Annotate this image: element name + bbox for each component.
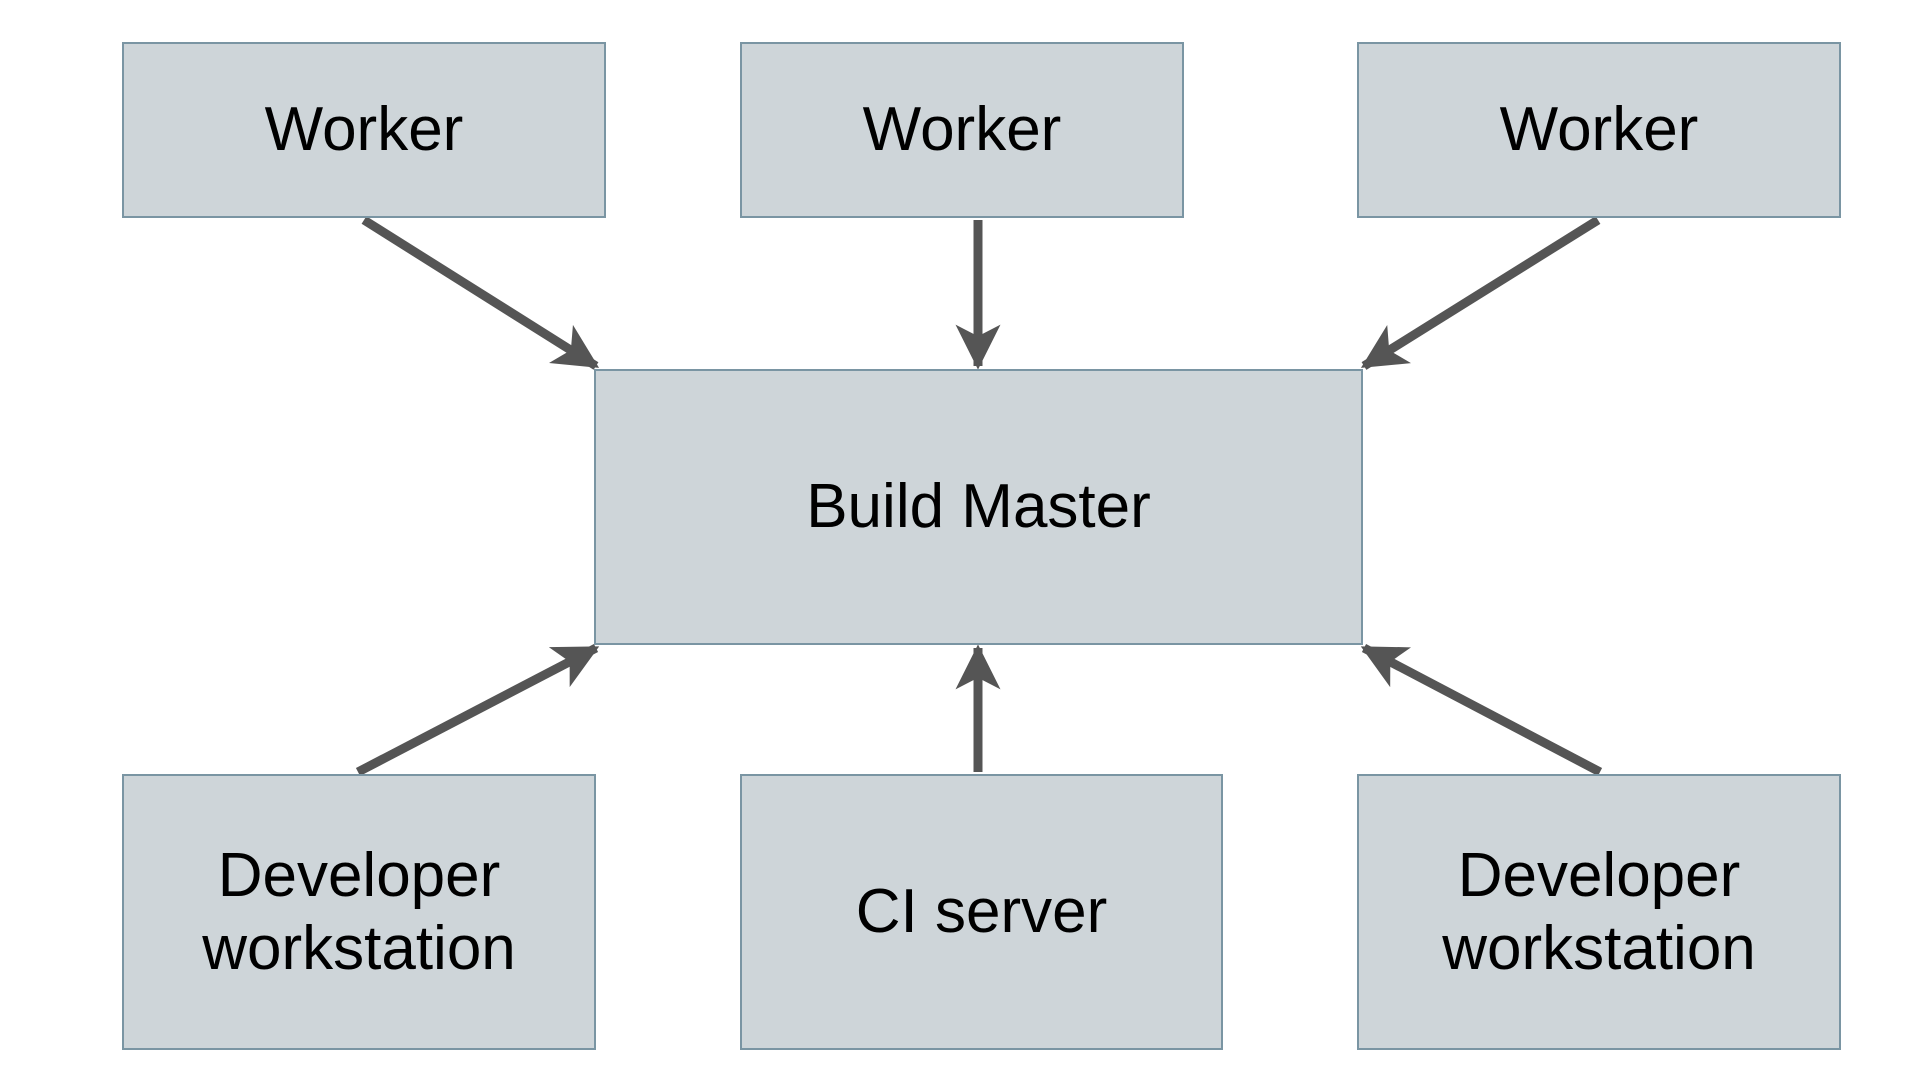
node-label: CI server: [855, 877, 1108, 947]
node-worker-mid[interactable]: Worker: [740, 42, 1184, 218]
node-label: Worker: [264, 95, 464, 165]
node-label: Developer workstation: [1442, 840, 1756, 983]
node-ci-server[interactable]: CI server: [740, 774, 1223, 1050]
node-build-master[interactable]: Build Master: [594, 369, 1363, 645]
node-label: Worker: [862, 95, 1062, 165]
node-label: Build Master: [806, 472, 1151, 542]
node-worker-right[interactable]: Worker: [1357, 42, 1841, 218]
node-label: Worker: [1499, 95, 1699, 165]
edge-worker-left-to-build-master: [361, 216, 600, 370]
node-label: Developer workstation: [202, 840, 516, 983]
node-developer-workstation-right[interactable]: Developer workstation: [1357, 774, 1841, 1050]
node-worker-left[interactable]: Worker: [122, 42, 606, 218]
edge-worker-right-to-build-master: [1360, 216, 1601, 370]
edge-dev-right-to-build-master: [1360, 644, 1603, 776]
node-developer-workstation-left[interactable]: Developer workstation: [122, 774, 596, 1050]
edge-dev-left-to-build-master: [355, 644, 600, 776]
